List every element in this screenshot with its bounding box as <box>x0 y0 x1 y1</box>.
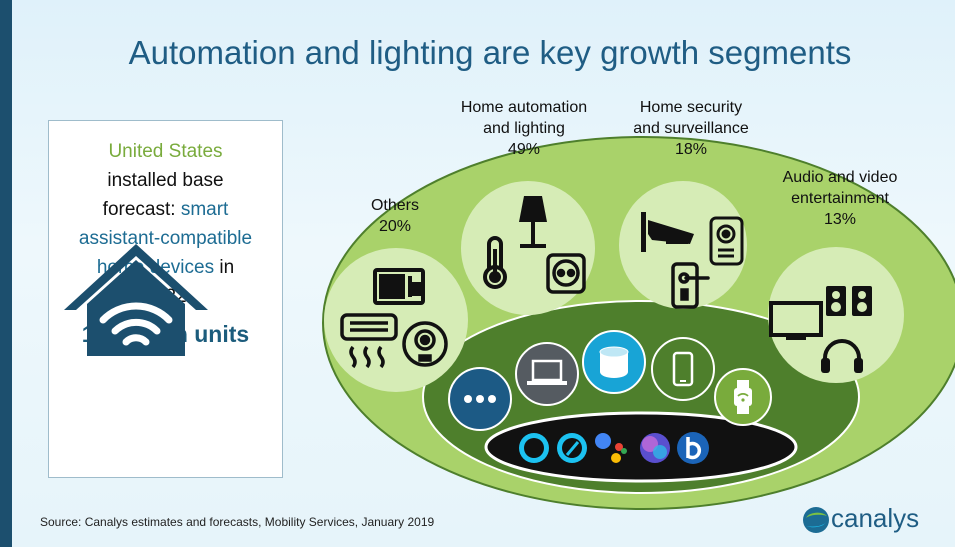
lamp-icon <box>519 196 547 248</box>
canalys-logo-text: canalys <box>831 503 920 533</box>
robot-vacuum-icon <box>402 321 448 367</box>
laptop-icon <box>515 342 579 406</box>
home-security-circle <box>619 181 747 309</box>
info-line-4: assistant-compatible <box>78 228 253 249</box>
smart-speaker-icon <box>582 330 646 394</box>
segment-value: 13% <box>823 211 857 228</box>
left-accent-bar <box>0 0 12 547</box>
info-line-3a: forecast: <box>102 199 181 220</box>
television-icon <box>769 301 823 340</box>
segment-label-home-security: Home security and surveillance 18% <box>616 97 766 160</box>
info-line-2: installed base <box>107 170 224 191</box>
segment-name: Others <box>370 197 419 214</box>
canalys-logo-icon <box>803 507 829 533</box>
segment-name-2: and lighting <box>483 120 565 137</box>
segment-name-2: entertainment <box>791 190 889 207</box>
segment-value: 20% <box>378 218 412 235</box>
microwave-icon <box>373 268 425 305</box>
source-note: Source: Canalys estimates and forecasts,… <box>40 515 435 529</box>
segment-name: Home security <box>639 99 743 116</box>
segment-label-others: Others 20% <box>360 195 430 237</box>
segment-name: Home automation <box>460 99 588 116</box>
video-doorbell-icon <box>709 216 744 266</box>
info-line-1: United States <box>108 141 223 162</box>
bixby-icon <box>677 432 709 464</box>
smartwatch-icon <box>714 368 772 426</box>
segment-value: 18% <box>674 141 708 158</box>
home-wifi-icon <box>64 244 208 356</box>
power-socket-icon <box>546 253 586 294</box>
segment-label-home-automation: Home automation and lighting 49% <box>452 97 596 160</box>
speakers-icon <box>826 286 872 316</box>
more-icon <box>448 367 512 431</box>
segment-name-2: and surveillance <box>633 120 749 137</box>
smartphone-icon <box>651 337 715 401</box>
headphones-icon <box>821 339 863 373</box>
info-line-5b: in <box>214 257 235 278</box>
page-title: Automation and lighting are key growth s… <box>128 34 852 71</box>
segment-value: 49% <box>507 141 541 158</box>
segment-name: Audio and video <box>782 169 898 186</box>
security-camera-icon <box>641 212 694 252</box>
google-assistant-icon <box>595 433 627 463</box>
segment-label-audio-video: Audio and video entertainment 13% <box>770 167 910 230</box>
thermometer-icon <box>483 236 507 289</box>
info-line-3b: smart <box>180 199 229 220</box>
info-line-3: forecast: smart <box>55 195 276 224</box>
air-conditioner-icon <box>340 313 398 369</box>
door-lock-icon <box>671 262 710 309</box>
alexa-icon <box>519 433 587 463</box>
siri-icon <box>640 433 670 463</box>
